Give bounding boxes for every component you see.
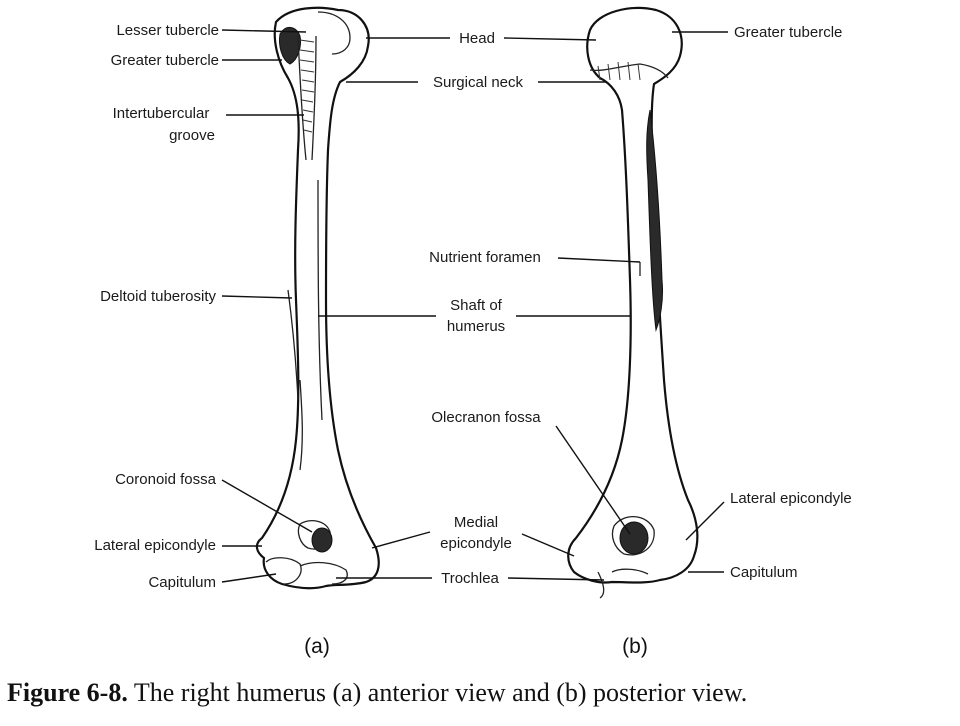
humerus-anterior-view [255, 6, 380, 590]
label-lateral-epicondyle-b: Lateral epicondyle [730, 490, 852, 507]
leader-deltoid-tuberosity [221, 295, 293, 299]
trochlea-outline-a [299, 561, 348, 585]
labels-posterior: Greater tubercle Lateral epicondyle Capi… [730, 24, 852, 581]
label-medial-epicondyle-line2: epicondyle [440, 535, 512, 552]
olecranon-fossa-outline [611, 516, 655, 556]
label-nutrient-foramen: Nutrient foramen [429, 249, 541, 266]
anterior-fossa-dark [311, 527, 333, 553]
view-label-a: (a) [304, 635, 330, 658]
label-coronoid-fossa: Coronoid fossa [115, 471, 217, 488]
label-intertubercular-line2: groove [169, 127, 215, 144]
figure-caption: Figure 6-8. The right humerus (a) anteri… [7, 678, 747, 707]
label-olecranon-fossa: Olecranon fossa [431, 409, 541, 426]
humerus-posterior-view [567, 6, 699, 599]
leader-lateral-epicondyle-b [685, 501, 725, 541]
leader-medial-epicondyle-a [371, 531, 431, 549]
figure-caption-number: Figure 6-8. [7, 678, 128, 707]
posterior-neck-hatching [597, 61, 641, 81]
label-shaft-line1: Shaft of [450, 297, 503, 314]
leader-coronoid-fossa [221, 479, 313, 533]
capitulum-outline-a [265, 557, 302, 585]
humerus-anterior-outline [255, 6, 380, 590]
humerus-posterior-outline [567, 6, 699, 584]
label-shaft-line2: humerus [447, 318, 505, 335]
leader-medial-epicondyle-b [521, 533, 575, 557]
posterior-lateral-ridge [646, 109, 663, 332]
deltoid-ridge [287, 289, 303, 471]
leader-head-b [503, 37, 597, 41]
label-lesser-tubercle: Lesser tubercle [116, 22, 219, 39]
intertubercular-groove-edge [297, 35, 317, 161]
label-head: Head [459, 30, 495, 47]
posterior-trochlea-outline [597, 568, 649, 599]
posterior-head-contour [589, 63, 669, 79]
leader-capitulum-a [221, 573, 277, 583]
leader-nutrient-foramen [557, 257, 641, 263]
label-intertubercular-line1: Intertubercular [113, 105, 210, 122]
label-capitulum-b: Capitulum [730, 564, 798, 581]
labels-anterior: Lesser tubercle Greater tubercle Intertu… [94, 22, 219, 591]
labels-center: Head Surgical neck Nutrient foramen Shaf… [429, 30, 541, 587]
label-greater-tubercle-a: Greater tubercle [111, 52, 219, 69]
olecranon-fossa-dark [619, 521, 649, 555]
view-label-b: (b) [622, 635, 648, 658]
intertubercular-groove-hatching [299, 39, 315, 133]
label-greater-tubercle-b: Greater tubercle [734, 24, 842, 41]
label-capitulum-a: Capitulum [148, 574, 216, 591]
label-trochlea: Trochlea [441, 570, 499, 587]
label-lateral-epicondyle-a: Lateral epicondyle [94, 537, 216, 554]
label-surgical-neck: Surgical neck [433, 74, 524, 91]
anterior-head-contour [317, 11, 351, 55]
label-deltoid-tuberosity: Deltoid tuberosity [100, 288, 216, 305]
leader-trochlea-b [507, 577, 605, 581]
figure-caption-text: The right humerus (a) anterior view and … [128, 678, 747, 707]
leader-olecranon-fossa [555, 425, 631, 535]
shaft-medial-edge-a [317, 179, 323, 421]
leader-lesser-tubercle [221, 29, 307, 33]
label-medial-epicondyle-line1: Medial [454, 514, 498, 531]
leader-lines [221, 29, 728, 583]
